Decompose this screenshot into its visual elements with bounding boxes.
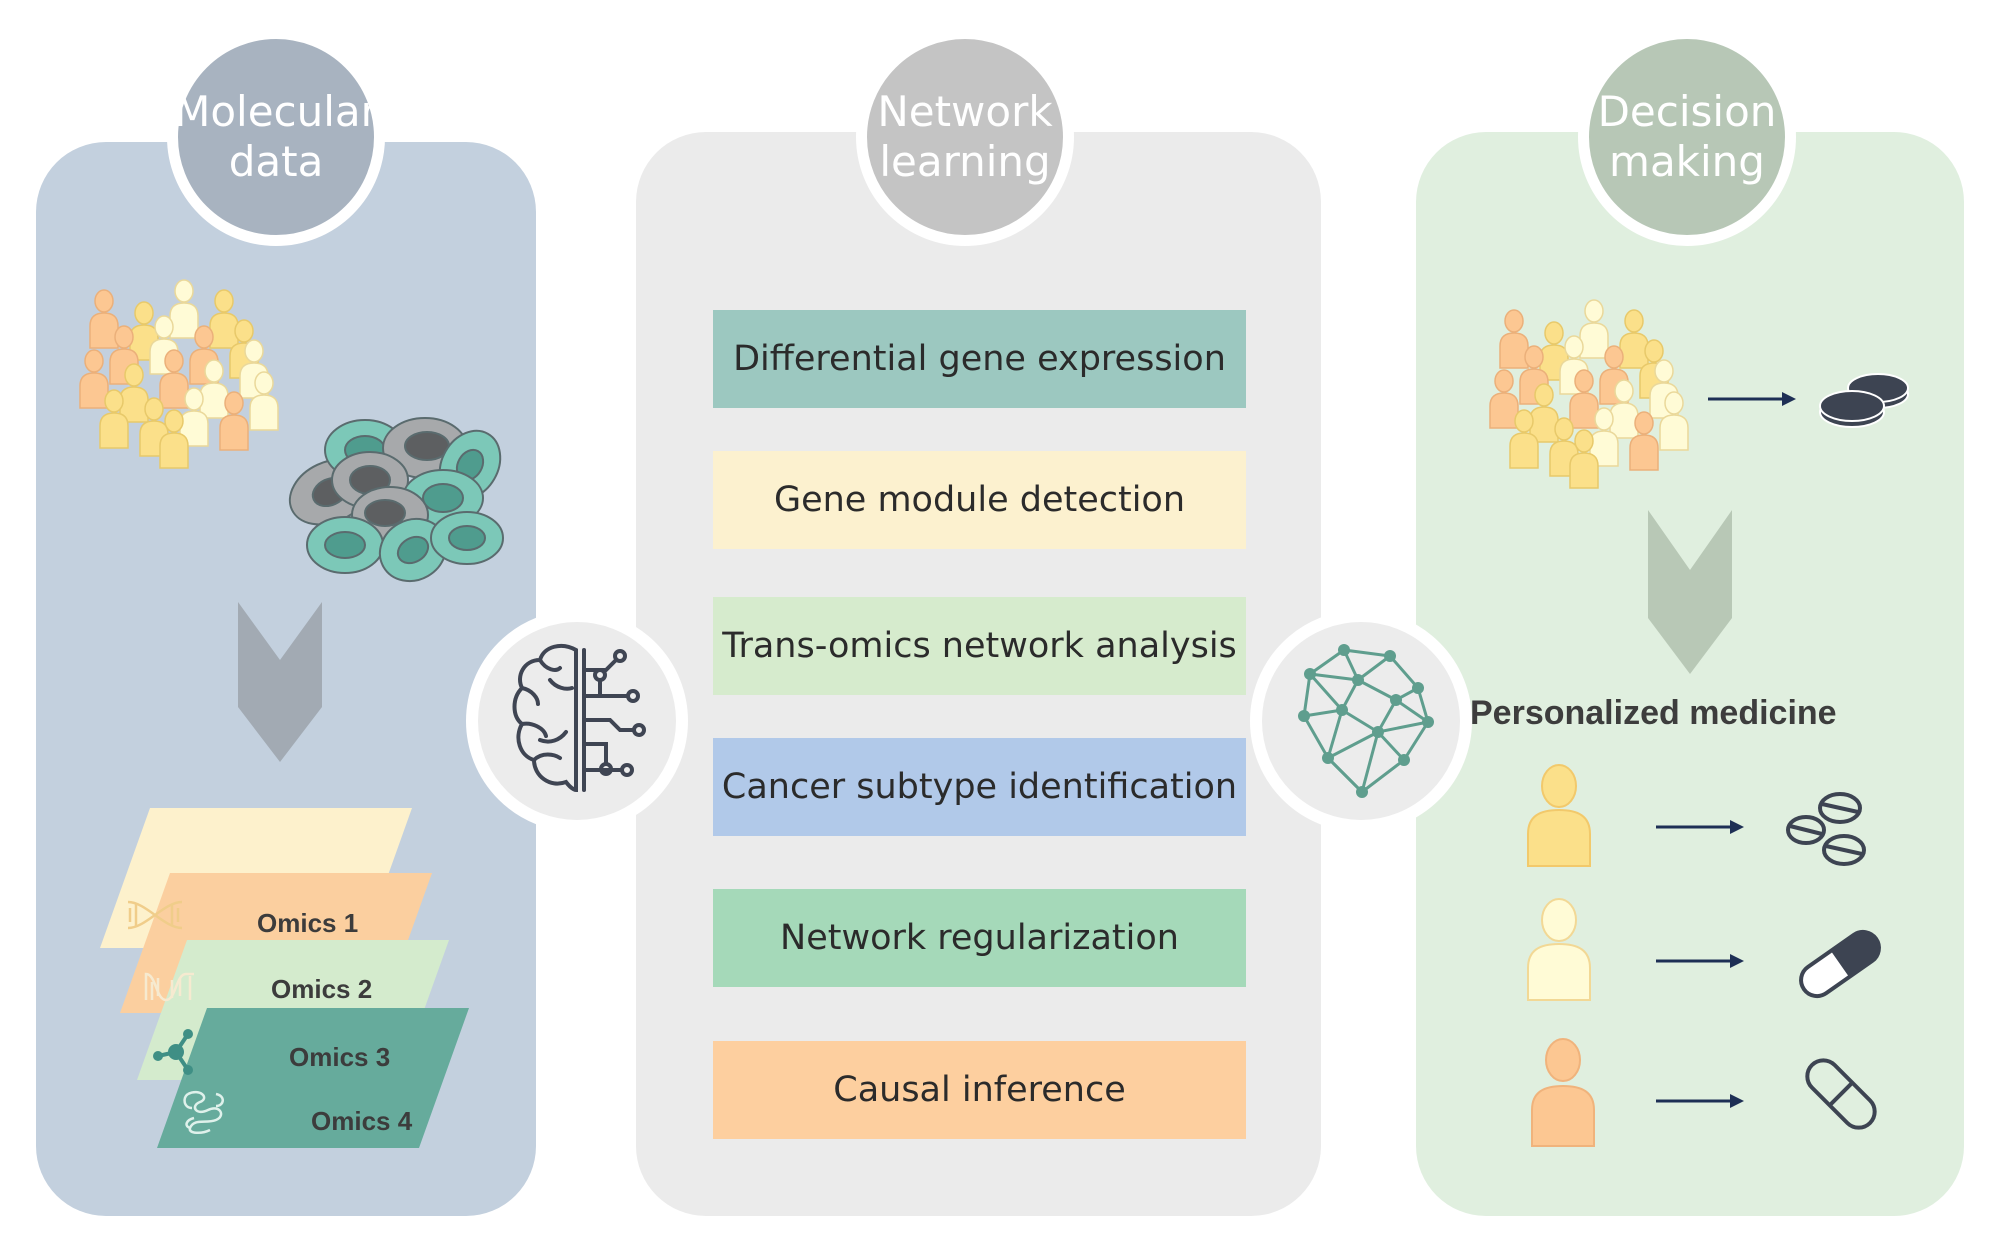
- method-differential-gene-expression: Differential gene expression: [713, 310, 1246, 408]
- person-icon: [89, 289, 119, 349]
- person-icon: [159, 349, 189, 409]
- method-trans-omics-network-analysis: Trans-omics network analysis: [713, 597, 1246, 695]
- patient-crowd-icon: [1489, 299, 1689, 489]
- method-network-regularization: Network regularization: [713, 889, 1246, 987]
- arrow-right-icon: [1656, 1094, 1744, 1108]
- person-icon: [1629, 411, 1659, 471]
- patient-icon: [1531, 1038, 1595, 1147]
- tablets-icon: [1786, 792, 1866, 866]
- patient-icon: [1527, 898, 1591, 1001]
- arrow-right-icon: [1708, 392, 1796, 406]
- person-icon: [249, 371, 279, 431]
- person-icon: [169, 279, 199, 339]
- protein-icon: [183, 1090, 224, 1134]
- rna-icon: [144, 972, 194, 1002]
- person-icon: [1569, 369, 1599, 429]
- brain-icon: [512, 643, 646, 793]
- molecular-data-title: Molecular data: [174, 87, 378, 186]
- person-icon: [119, 363, 149, 423]
- down-chevron-icon: [1648, 510, 1732, 674]
- dna-icon: [127, 900, 183, 930]
- omics-layer-4: [157, 1008, 469, 1148]
- omics-4-label: Omics 4: [311, 1106, 413, 1136]
- person-icon: [179, 387, 209, 447]
- person-icon: [1579, 299, 1609, 359]
- person-icon: [79, 349, 109, 409]
- molecular-data-header: Molecular data: [167, 28, 385, 246]
- omics-1-label: Omics 1: [257, 908, 359, 938]
- person-icon: [1489, 369, 1519, 429]
- person-icon: [1509, 409, 1539, 469]
- down-chevron-icon: [238, 602, 322, 762]
- method-gene-module-detection: Gene module detection: [713, 451, 1246, 549]
- person-icon: [1659, 391, 1689, 451]
- pills-stack-icon: [1819, 373, 1909, 428]
- network-learning-title: Network learning: [877, 87, 1053, 186]
- method-causal-inference: Causal inference: [713, 1041, 1246, 1139]
- arrow-right-icon: [1656, 954, 1744, 968]
- omics-2-label: Omics 2: [271, 974, 373, 1004]
- person-icon: [1569, 429, 1599, 489]
- person-icon: [159, 409, 189, 469]
- omics-3-label: Omics 3: [289, 1042, 391, 1072]
- network-icon: [1298, 644, 1434, 798]
- molecule-icon: [153, 1029, 193, 1075]
- capsule-icon: [1799, 929, 1881, 999]
- person-icon: [1589, 407, 1619, 467]
- patient-crowd-icon: [79, 279, 279, 469]
- person-icon: [1619, 309, 1649, 369]
- cells-icon: [288, 417, 504, 583]
- patient-icon: [1527, 764, 1591, 867]
- person-icon: [99, 389, 129, 449]
- person-icon: [109, 325, 139, 385]
- personalized-medicine-title: Personalized medicine: [1470, 694, 1837, 732]
- person-icon: [1609, 379, 1639, 439]
- person-icon: [209, 289, 239, 349]
- network-learning-header: Network learning: [856, 28, 1074, 246]
- decision-making-header: Decision making: [1578, 28, 1796, 246]
- person-icon: [219, 391, 249, 451]
- arrow-right-icon: [1656, 820, 1744, 834]
- person-icon: [199, 359, 229, 419]
- person-icon: [1499, 309, 1529, 369]
- capsule-outline-icon: [1805, 1058, 1877, 1130]
- decision-making-title: Decision making: [1597, 87, 1777, 186]
- method-cancer-subtype-identification: Cancer subtype identification: [713, 738, 1246, 836]
